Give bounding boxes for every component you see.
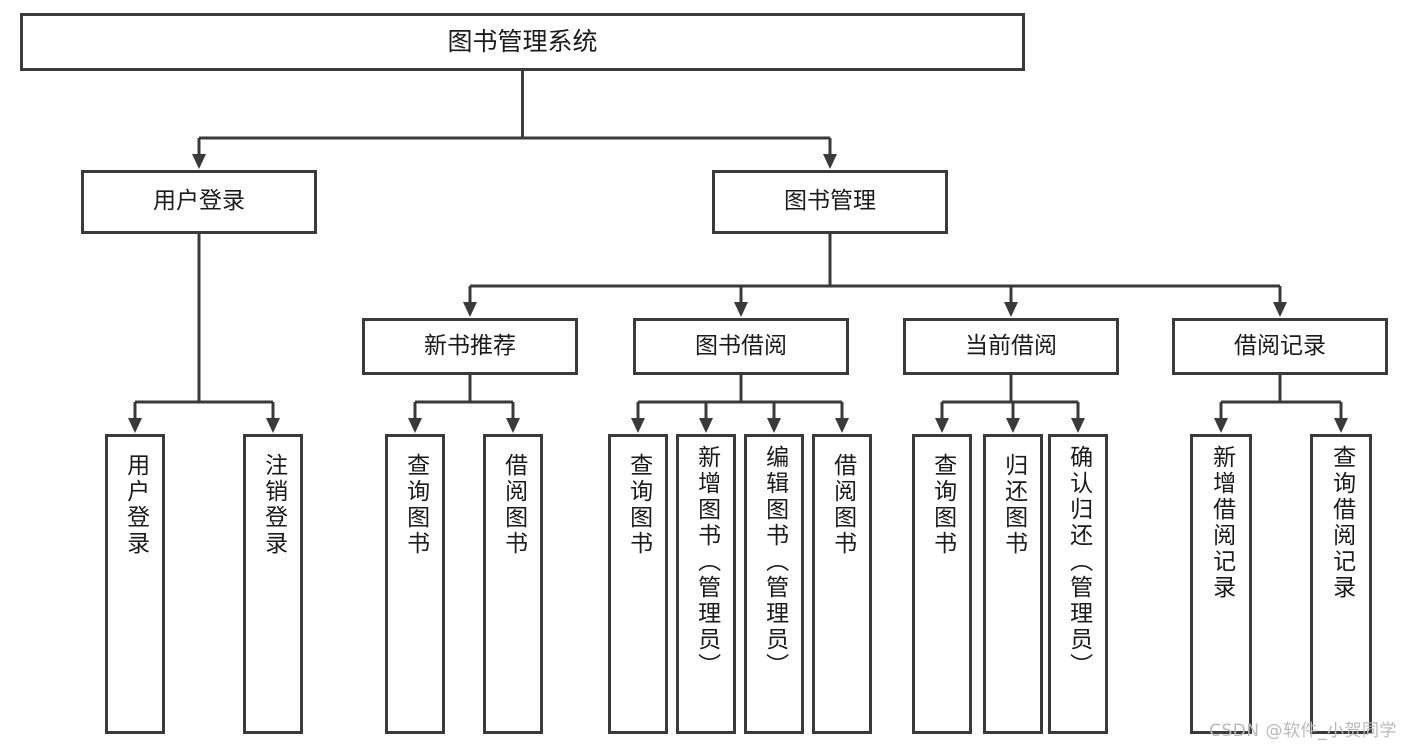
- node-leaf-rec-query[interactable]: 查询图书: [385, 434, 445, 734]
- node-leaf-cur-return[interactable]: 归还图书: [983, 434, 1043, 734]
- node-leaf-rec-query2[interactable]: 查询借阅记录: [1310, 434, 1372, 734]
- arrowhead-icon: [699, 418, 713, 433]
- arrowhead-icon: [192, 154, 206, 169]
- node-label: 归还图书: [1000, 453, 1027, 557]
- node-label: 注销登录: [260, 453, 287, 557]
- node-label: 查询借阅记录: [1328, 445, 1355, 601]
- arrowhead-icon: [1006, 418, 1020, 433]
- node-label: 查询图书: [625, 453, 652, 557]
- arrowhead-icon: [823, 154, 837, 169]
- arrowhead-icon: [266, 418, 280, 433]
- node-label: 当前借阅: [965, 332, 1057, 359]
- node-label: 新增借阅记录: [1208, 445, 1235, 601]
- node-label: 借阅图书: [829, 453, 856, 557]
- node-book-admin[interactable]: 图书管理: [712, 170, 948, 234]
- arrowhead-icon: [835, 418, 849, 433]
- node-root[interactable]: 图书管理系统: [20, 13, 1025, 71]
- node-label: 查询图书: [929, 453, 956, 557]
- node-leaf-borrow-add[interactable]: 新增图书（管理员）: [676, 434, 736, 734]
- node-leaf-borrow-query[interactable]: 查询图书: [608, 434, 668, 734]
- node-label: 图书管理系统: [447, 27, 598, 57]
- arrowhead-icon: [1334, 418, 1348, 433]
- node-label: 图书管理: [784, 188, 876, 215]
- node-label: 查询图书: [402, 453, 429, 557]
- arrowhead-icon: [767, 418, 781, 433]
- arrowhead-icon: [631, 418, 645, 433]
- node-user-login[interactable]: 用户登录: [81, 170, 317, 234]
- node-label: 新增图书（管理员）: [693, 445, 720, 679]
- arrowhead-icon: [1004, 302, 1018, 317]
- node-book-borrow[interactable]: 图书借阅: [633, 318, 849, 375]
- node-borrow-record[interactable]: 借阅记录: [1172, 318, 1388, 375]
- arrowhead-icon: [408, 418, 422, 433]
- node-leaf-cur-confirm[interactable]: 确认归还（管理员）: [1048, 434, 1108, 734]
- node-new-book-rec[interactable]: 新书推荐: [362, 318, 578, 375]
- node-label: 借阅图书: [500, 453, 527, 557]
- arrowhead-icon: [1071, 418, 1085, 433]
- node-label: 确认归还（管理员）: [1065, 445, 1092, 679]
- node-leaf-borrow-lend[interactable]: 借阅图书: [812, 434, 872, 734]
- arrowhead-icon: [734, 302, 748, 317]
- node-leaf-user-logout[interactable]: 注销登录: [243, 434, 303, 734]
- node-label: 图书借阅: [695, 332, 787, 359]
- node-label: 用户登录: [153, 188, 245, 215]
- node-leaf-user-login[interactable]: 用户登录: [105, 434, 165, 734]
- arrowhead-icon: [1273, 302, 1287, 317]
- node-leaf-rec-add[interactable]: 新增借阅记录: [1190, 434, 1252, 734]
- node-leaf-borrow-edit[interactable]: 编辑图书（管理员）: [744, 434, 804, 734]
- arrowhead-icon: [506, 418, 520, 433]
- arrowhead-icon: [128, 418, 142, 433]
- arrowhead-icon: [935, 418, 949, 433]
- node-label: 用户登录: [122, 453, 149, 557]
- node-label: 借阅记录: [1234, 332, 1326, 359]
- node-current-borrow[interactable]: 当前借阅: [903, 318, 1119, 375]
- node-leaf-cur-query[interactable]: 查询图书: [912, 434, 972, 734]
- arrowhead-icon: [463, 302, 477, 317]
- arrowhead-icon: [1214, 418, 1228, 433]
- node-leaf-rec-borrow[interactable]: 借阅图书: [483, 434, 543, 734]
- node-label: 编辑图书（管理员）: [761, 445, 788, 679]
- node-label: 新书推荐: [424, 332, 516, 359]
